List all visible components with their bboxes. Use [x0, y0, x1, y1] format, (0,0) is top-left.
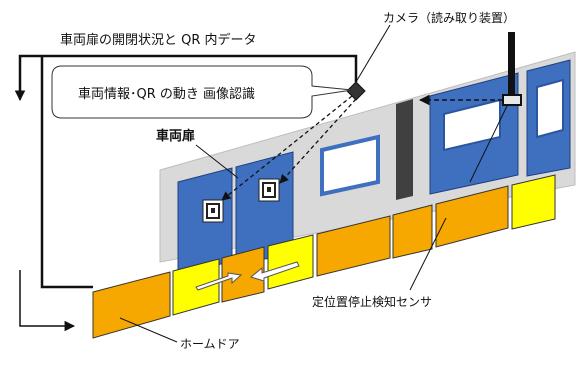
platform-door-label-line [119, 317, 178, 343]
stop-sensor-label: 定位置停止検知センサ [312, 294, 432, 309]
qr-code-icon [258, 178, 280, 202]
qr-code-icon [202, 199, 224, 223]
camera-label-line [355, 24, 391, 83]
vehicle-door-label-line [195, 144, 239, 179]
platform-door-panel-yellow [511, 174, 556, 230]
platform-door-row [92, 174, 556, 339]
door-open-arrows [195, 261, 300, 291]
sensor-label-line [469, 103, 509, 183]
sensor-callout [409, 217, 447, 291]
train-pillar [396, 99, 413, 200]
camera-icon [346, 81, 366, 101]
platform-door-panel [435, 185, 509, 248]
platform-door-panel [316, 215, 391, 277]
arrow-right [249, 261, 300, 282]
platform-door-panel [92, 271, 171, 339]
camera-view-line [279, 98, 357, 184]
platform-door-panel [221, 246, 265, 303]
control-arrow-left [19, 270, 76, 332]
sensor-icon [502, 94, 522, 106]
recognition-bubble [51, 65, 353, 119]
train-window [536, 78, 564, 139]
door-status-qr-label: 車両扉の開閉状況と QR 内データ [60, 32, 257, 48]
vehicle-door-label: 車両扉 [156, 128, 195, 144]
platform-door-label: ホームドア [180, 337, 240, 351]
control-line-bottom [40, 56, 93, 289]
arrow-left [195, 272, 243, 291]
recognition-label: 車両情報･QR の動き 画像認識 [78, 86, 255, 102]
train-window [320, 134, 380, 197]
feedback-line-top [18, 54, 358, 98]
camera-label: カメラ（読み取り装置） [383, 10, 515, 25]
train-window [443, 98, 501, 152]
sensor-pole [508, 32, 515, 100]
platform-door-panel [392, 204, 433, 259]
